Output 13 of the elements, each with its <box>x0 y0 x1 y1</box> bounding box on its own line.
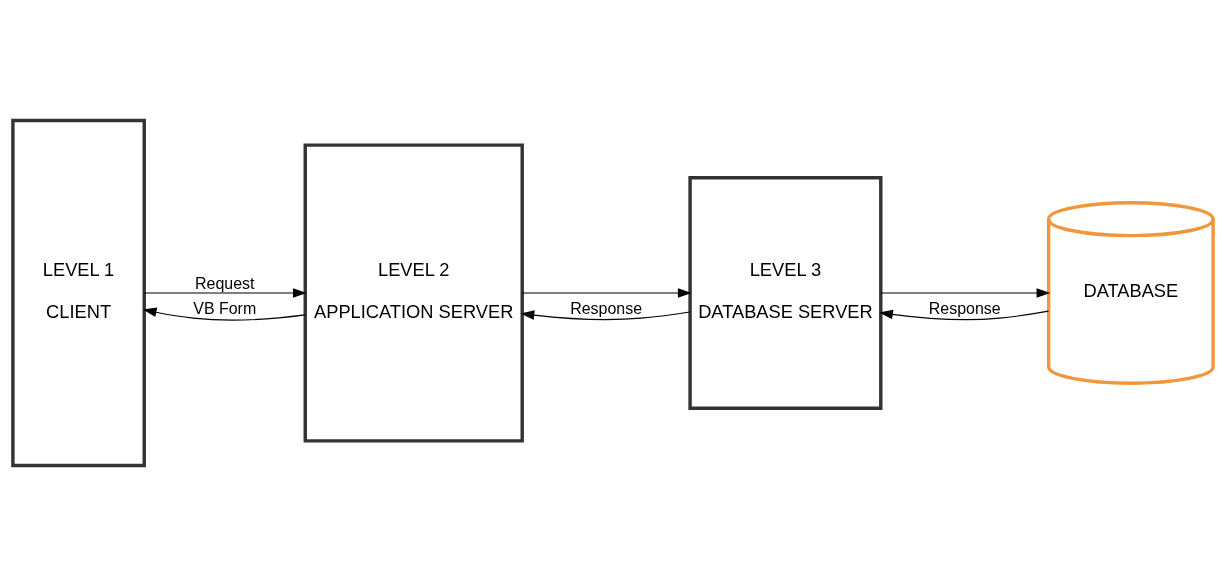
edge-label: Response <box>570 299 643 317</box>
arrow <box>520 309 691 320</box>
arrow <box>879 309 1050 320</box>
arrow <box>521 287 692 298</box>
edge-label: VB Form <box>193 299 257 317</box>
arrow <box>880 287 1051 298</box>
edge-label: Request <box>195 274 255 292</box>
node-box: LEVEL 2 APPLICATION SERVER <box>303 142 524 443</box>
arrow <box>142 307 306 321</box>
node-box: LEVEL 1 CLIENT <box>11 118 146 467</box>
edge-label: Response <box>928 299 1001 317</box>
arrow <box>143 287 307 298</box>
node-box: LEVEL 3 DATABASE SERVER <box>688 175 883 410</box>
